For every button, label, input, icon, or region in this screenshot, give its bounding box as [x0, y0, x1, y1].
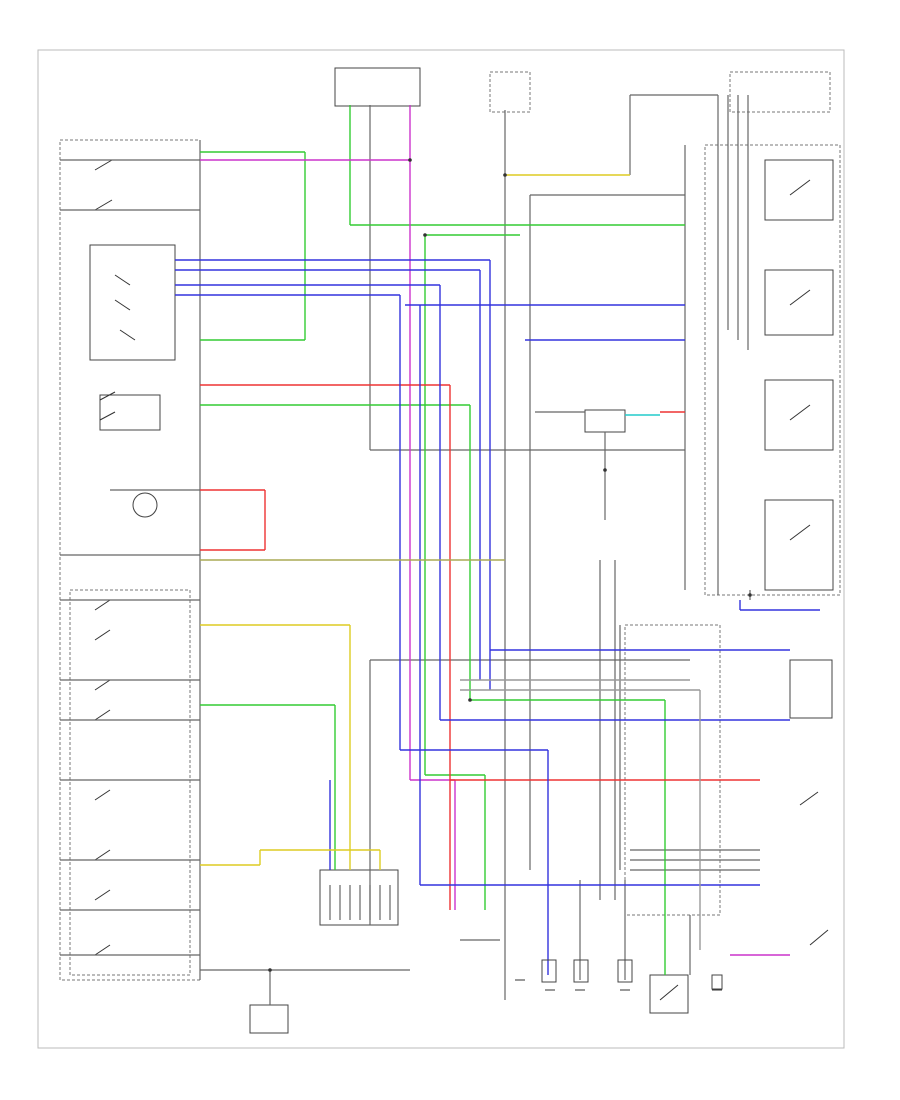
right-lower-module: [624, 624, 721, 916]
left-panel-leads: [60, 159, 200, 956]
diagram-frame: [37, 49, 845, 1049]
blue-wires: [175, 259, 820, 975]
bottom-connector-block: [319, 869, 399, 926]
mode-switch-box: [89, 244, 176, 361]
yellow-wires: [200, 174, 630, 870]
red-wires: [200, 384, 760, 910]
right-relay-stack: [704, 144, 841, 596]
green-wires: [200, 105, 685, 975]
bottom-left-relay: [249, 1004, 289, 1034]
relay-2: [764, 269, 834, 336]
mid-module-box: [584, 409, 626, 433]
bottom-switch-box: [649, 974, 689, 1014]
right-connector: [789, 659, 833, 719]
relay-4: [764, 499, 834, 591]
control-unit-top-box: [334, 67, 421, 107]
control-panel-box: [59, 139, 201, 981]
temp-switch-box: [99, 394, 161, 431]
right-top-fuse-box: [729, 71, 831, 113]
olive-wires: [200, 559, 701, 950]
purple-wires: [200, 105, 790, 956]
black-wires: [200, 94, 760, 1005]
splice-points: [268, 158, 752, 972]
left-switches: [94, 159, 136, 956]
relay-switches: [659, 179, 829, 1001]
switch-stack-box: [69, 589, 191, 976]
relay-3: [764, 379, 834, 451]
relay-1: [764, 159, 834, 221]
blower-motor-symbol: [132, 492, 158, 518]
bottom-sensors: [541, 959, 723, 990]
bottom-block-pins: [329, 885, 391, 920]
relay-top-box: [489, 71, 531, 113]
ground-symbols: [515, 979, 722, 991]
